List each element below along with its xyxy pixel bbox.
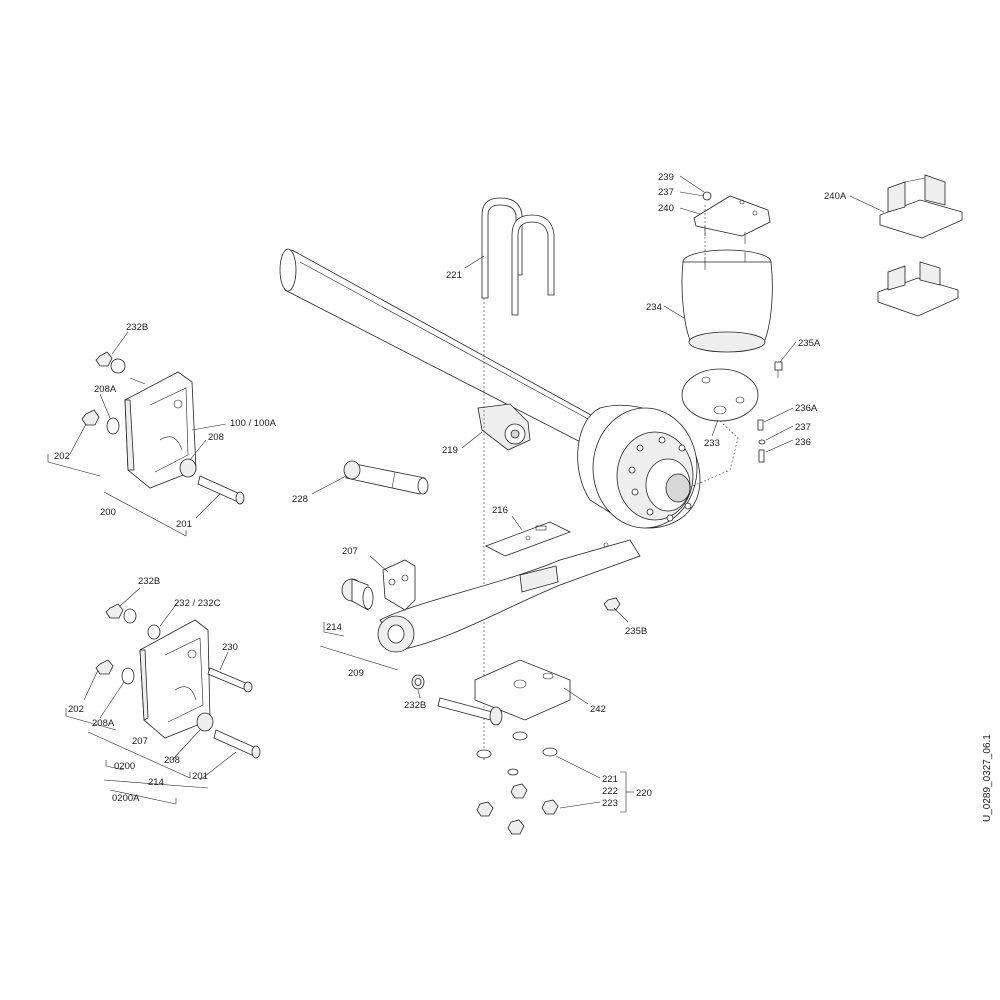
callout-223: 223 xyxy=(602,798,618,809)
callout-230: 230 xyxy=(222,642,238,653)
callout-208-lower: 208 xyxy=(164,755,180,766)
callout-228: 228 xyxy=(292,494,308,505)
callout-214-lower: 214 xyxy=(148,777,164,788)
hanger-assembly-lower xyxy=(95,603,261,759)
axle-tube xyxy=(279,248,601,451)
airbag-top-plate xyxy=(693,191,771,244)
callout-235A: 235A xyxy=(798,338,821,349)
washers-nuts-220 xyxy=(476,731,559,835)
callout-237-top: 237 xyxy=(658,187,674,198)
callout-235B: 235B xyxy=(625,626,647,637)
washer-232B-mid xyxy=(411,674,425,690)
callout-0200A: 0200A xyxy=(112,793,140,804)
callout-207-arm: 207 xyxy=(342,546,358,557)
u-bolts xyxy=(481,197,555,316)
leader-lines xyxy=(47,175,885,813)
callout-232B-mid: 232B xyxy=(404,700,426,711)
bushing-214 xyxy=(341,578,374,611)
bracket-240A-upper xyxy=(879,174,963,239)
callout-208-upper: 208 xyxy=(208,432,224,443)
callout-239: 239 xyxy=(658,172,674,183)
callout-232B-lower: 232B xyxy=(138,576,160,587)
hanger-207-small xyxy=(382,559,416,611)
callout-201-upper: 201 xyxy=(176,519,192,530)
callout-209: 209 xyxy=(348,668,364,679)
callout-201-lower: 201 xyxy=(192,771,208,782)
callout-234: 234 xyxy=(646,302,662,313)
callout-200: 200 xyxy=(100,507,116,518)
axle-plate-242 xyxy=(437,659,571,726)
callout-208A-upper: 208A xyxy=(94,384,117,395)
callout-233: 233 xyxy=(704,438,720,449)
drawing-id: U_0289_0327_06.1 xyxy=(982,734,993,822)
brake-drum-hub xyxy=(577,404,701,529)
callout-237-bottom: 237 xyxy=(795,422,811,433)
air-spring-bellows xyxy=(681,249,773,353)
callout-214-arm: 214 xyxy=(326,622,342,633)
callout-0200: 0200 xyxy=(114,761,135,772)
callout-232B-upper: 232B xyxy=(126,322,148,333)
callout-236: 236 xyxy=(795,437,811,448)
callout-240A: 240A xyxy=(824,191,847,202)
callout-202-upper: 202 xyxy=(54,451,70,462)
callout-236A: 236A xyxy=(795,403,818,414)
hanger-assembly-upper xyxy=(81,351,245,505)
bracket-240A-lower xyxy=(877,261,959,317)
bushing-228 xyxy=(343,460,429,495)
callout-208A-lower: 208A xyxy=(92,718,115,729)
callout-232-232C: 232 / 232C xyxy=(174,598,221,609)
piston-bolts xyxy=(757,361,783,463)
trailing-arm xyxy=(377,539,641,653)
callout-216: 216 xyxy=(492,505,508,516)
callout-219: 219 xyxy=(442,445,458,456)
spacer-plate-216 xyxy=(485,521,572,557)
callout-labels: 239 237 240 240A 221 234 235A 236A 237 2… xyxy=(54,172,847,809)
callout-222: 222 xyxy=(602,786,618,797)
callout-100-100A: 100 / 100A xyxy=(230,418,277,429)
callout-242: 242 xyxy=(590,704,606,715)
callout-221-ubolt: 221 xyxy=(446,270,462,281)
callout-221-washer: 221 xyxy=(602,774,618,785)
callout-202-lower: 202 xyxy=(68,704,84,715)
nut-235B xyxy=(603,597,621,611)
callout-220: 220 xyxy=(636,788,652,799)
callout-207-lower: 207 xyxy=(132,736,148,747)
callout-240: 240 xyxy=(658,203,674,214)
piston-plate xyxy=(681,205,759,489)
